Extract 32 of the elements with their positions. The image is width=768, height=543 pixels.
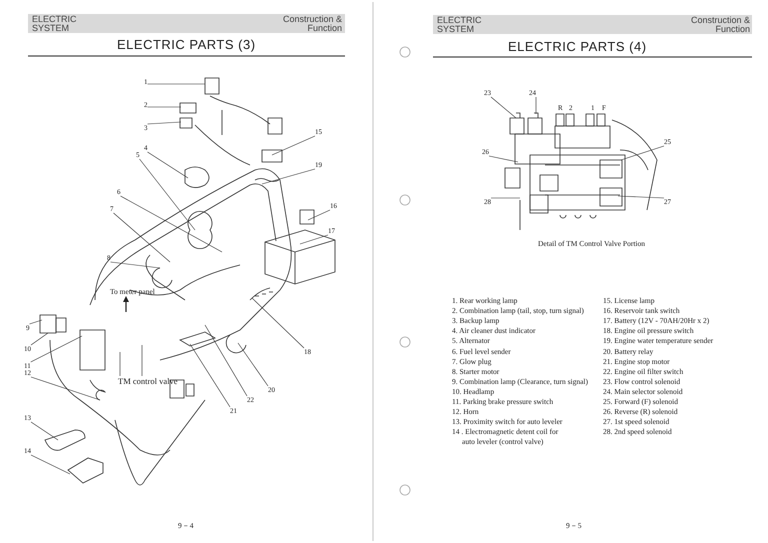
leader-line [272, 136, 316, 156]
leader-line [120, 196, 222, 252]
leader-line [30, 376, 100, 400]
leader-line [30, 332, 48, 346]
leader-line [110, 262, 160, 268]
control-valve-drawing [504, 112, 658, 230]
leader-line [238, 342, 268, 386]
header-text: Construction & Function [690, 16, 750, 34]
leader-line [139, 158, 196, 230]
leader-line [488, 156, 518, 162]
leader-line [147, 152, 188, 178]
leader-line [147, 122, 182, 124]
page-title: ELECTRIC PARTS (3) [117, 38, 256, 52]
leader-line [30, 336, 82, 362]
leader-line [300, 234, 328, 244]
leader-line [190, 344, 230, 408]
leader-line [113, 212, 170, 262]
page-title: ELECTRIC PARTS (4) [508, 40, 647, 54]
wiring-harness-drawing [40, 78, 336, 486]
header-text: Construction & Function [282, 15, 342, 33]
leader-line [204, 324, 248, 396]
leader-line [308, 210, 330, 220]
leader-line [30, 422, 58, 440]
leader-line [30, 454, 70, 474]
leader-line [618, 196, 664, 198]
leader-line [490, 96, 516, 118]
part-label: TM control valve [118, 376, 178, 386]
leader-line [147, 106, 182, 108]
leader-line [262, 168, 316, 184]
leader-line [29, 320, 42, 324]
leader-line [620, 146, 664, 160]
leader-line [252, 298, 304, 348]
